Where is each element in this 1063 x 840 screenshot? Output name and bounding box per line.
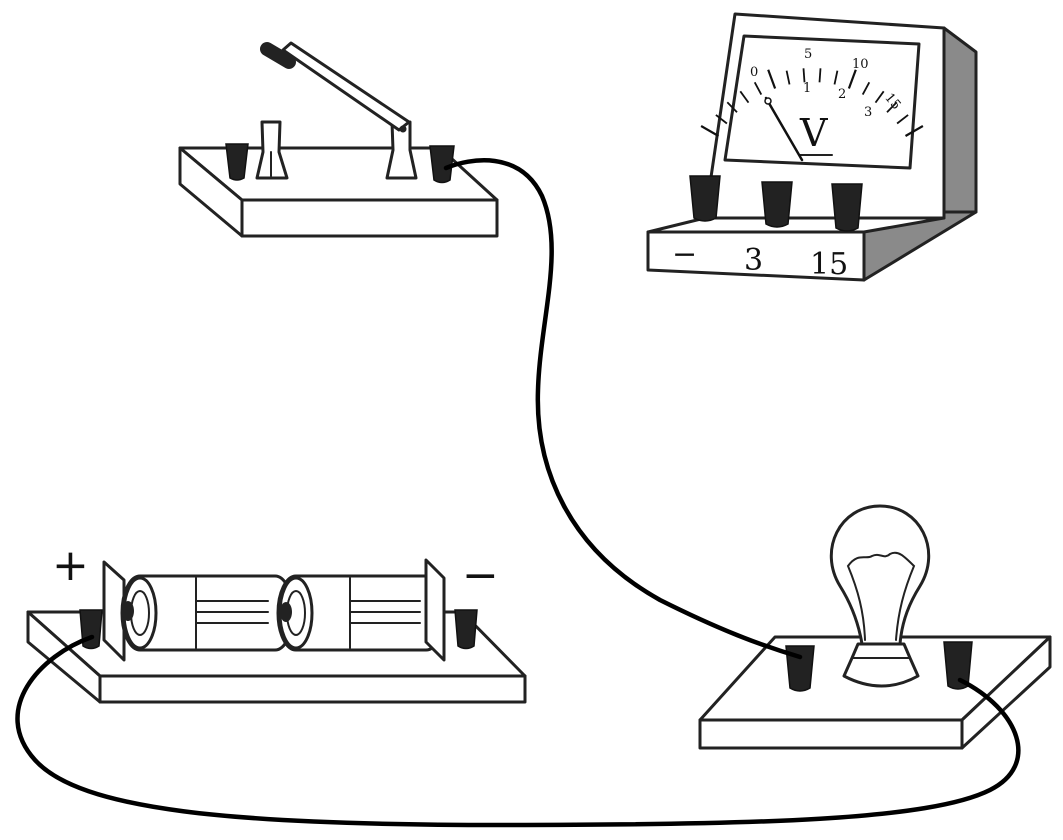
meter-pointer bbox=[764, 96, 804, 162]
scale-label-10: 10 bbox=[852, 57, 869, 72]
meter-terminal-minus[interactable] bbox=[689, 175, 721, 222]
meter-label-3: 3 bbox=[744, 243, 763, 278]
meter-tick bbox=[715, 114, 728, 125]
scale-label-5: 5 bbox=[804, 47, 812, 62]
meter-tick bbox=[726, 101, 738, 113]
switch-handle[interactable] bbox=[260, 42, 296, 69]
meter-tick bbox=[802, 68, 806, 83]
meter-tick bbox=[767, 69, 777, 89]
wire-battery-to-lamp[interactable] bbox=[15, 634, 1021, 828]
knife-switch[interactable] bbox=[178, 41, 499, 238]
meter-tick bbox=[753, 81, 763, 96]
meter-label-minus: − bbox=[672, 237, 697, 272]
battery-minus-label: − bbox=[462, 550, 499, 601]
meter-tick bbox=[700, 125, 720, 137]
meter-tick bbox=[833, 70, 839, 85]
battery-plus-label: + bbox=[52, 540, 89, 591]
scale-label-0: 0 bbox=[750, 65, 758, 80]
switch-left-terminal[interactable] bbox=[225, 143, 249, 181]
meter-tick bbox=[904, 125, 924, 137]
meter-scale-ticks bbox=[700, 68, 924, 137]
switch-right-terminal[interactable] bbox=[429, 145, 455, 184]
light-bulb bbox=[829, 504, 931, 646]
scale-label-3: 3 bbox=[864, 105, 872, 120]
lamp-left-terminal[interactable] bbox=[785, 645, 815, 692]
scale-label-2: 2 bbox=[838, 87, 846, 102]
voltmeter: 0 5 10 15 1 2 3 V − 3 15 bbox=[646, 12, 978, 282]
meter-unit-symbol: V bbox=[799, 111, 828, 155]
meter-tick bbox=[739, 90, 750, 104]
meter-terminal-3[interactable] bbox=[761, 181, 793, 228]
wire-switch-to-lamp[interactable] bbox=[443, 158, 803, 660]
scale-label-1: 1 bbox=[803, 81, 811, 96]
meter-tick bbox=[886, 101, 898, 113]
meter-tick bbox=[874, 90, 885, 104]
meter-tick bbox=[861, 81, 871, 96]
meter-tick bbox=[818, 68, 822, 83]
lamp-holder bbox=[698, 504, 1052, 750]
meter-tick bbox=[785, 70, 791, 85]
meter-label-15: 15 bbox=[810, 247, 848, 282]
battery-negative-terminal[interactable] bbox=[454, 609, 478, 650]
connecting-wires bbox=[15, 158, 1021, 828]
meter-terminal-15[interactable] bbox=[831, 183, 863, 232]
meter-tick bbox=[896, 114, 909, 125]
battery-holder: + − bbox=[26, 540, 527, 704]
meter-tick bbox=[847, 69, 857, 89]
